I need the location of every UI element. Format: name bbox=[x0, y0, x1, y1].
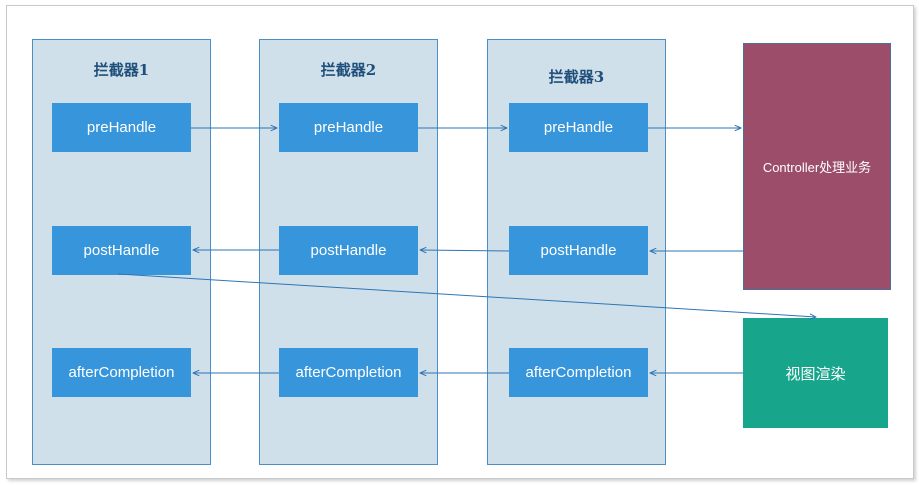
interceptor-1-prehandle-box: preHandle bbox=[52, 103, 191, 152]
interceptor-3-posthandle-box: postHandle bbox=[509, 226, 648, 275]
controller-box: Controller处理业务 bbox=[743, 43, 891, 290]
interceptor-2-prehandle-box: preHandle bbox=[279, 103, 418, 152]
interceptor-1-aftercompletion-box: afterCompletion bbox=[52, 348, 191, 397]
interceptor-1-title: 拦截器1 bbox=[93, 61, 150, 79]
interceptor-3-aftercompletion-box: afterCompletion bbox=[509, 348, 648, 397]
interceptor-2-title: 拦截器2 bbox=[320, 61, 377, 79]
interceptor-2-posthandle-box: postHandle bbox=[279, 226, 418, 275]
interceptor-2-aftercompletion-box: afterCompletion bbox=[279, 348, 418, 397]
interceptor-3-title: 拦截器3 bbox=[548, 68, 605, 86]
interceptor-3-prehandle-box: preHandle bbox=[509, 103, 648, 152]
interceptor-1-posthandle-box: postHandle bbox=[52, 226, 191, 275]
view-render-box: 视图渲染 bbox=[743, 318, 888, 428]
